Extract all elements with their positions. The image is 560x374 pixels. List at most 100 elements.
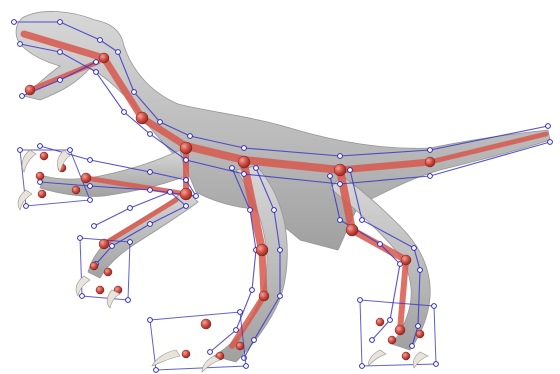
claw-hand-1 bbox=[22, 150, 36, 172]
cage-node bbox=[278, 248, 283, 253]
cage-node bbox=[548, 140, 553, 145]
joint-sphere bbox=[81, 173, 91, 183]
cage-node bbox=[38, 144, 43, 149]
cage-node bbox=[418, 268, 423, 273]
cage-node bbox=[338, 218, 343, 223]
joint-sphere bbox=[96, 286, 104, 294]
cage-node bbox=[116, 50, 121, 55]
joint-sphere bbox=[238, 156, 250, 168]
cage-node bbox=[252, 338, 257, 343]
cage-node bbox=[234, 328, 239, 333]
cage-node bbox=[128, 206, 133, 211]
cage-node bbox=[338, 154, 343, 159]
cage-node bbox=[98, 38, 103, 43]
cage-node bbox=[154, 368, 159, 373]
claw-foot-right-2 bbox=[413, 352, 428, 368]
joint-sphere bbox=[402, 352, 410, 360]
cage-node bbox=[370, 338, 375, 343]
cage-node bbox=[416, 324, 421, 329]
joint-sphere bbox=[99, 239, 109, 249]
joint-sphere bbox=[38, 190, 46, 198]
joint-sphere bbox=[346, 224, 358, 236]
joint-sphere bbox=[40, 152, 48, 160]
cage-node bbox=[18, 148, 23, 153]
cage-node bbox=[358, 298, 363, 303]
cage-node bbox=[58, 78, 63, 83]
cage-node bbox=[58, 20, 63, 25]
cage-node bbox=[378, 242, 383, 247]
body-silhouette bbox=[16, 11, 550, 250]
claw-hand-4 bbox=[76, 276, 90, 296]
joint-sphere bbox=[25, 85, 35, 95]
joint-sphere bbox=[259, 291, 269, 301]
joint-sphere bbox=[376, 318, 384, 326]
cage-node bbox=[148, 318, 153, 323]
cage-node bbox=[80, 294, 85, 299]
cage-node bbox=[432, 304, 437, 309]
cage-node bbox=[94, 70, 99, 75]
cage-node bbox=[24, 204, 29, 209]
cage-node bbox=[88, 184, 93, 189]
cage-node bbox=[434, 362, 439, 367]
joint-sphere bbox=[256, 244, 268, 256]
joint-sphere bbox=[425, 157, 435, 167]
cage-box bbox=[150, 312, 246, 370]
cage-node bbox=[248, 208, 253, 213]
cage-node bbox=[184, 178, 189, 183]
cage-node bbox=[88, 158, 93, 163]
cage-node bbox=[126, 298, 131, 303]
cage-node bbox=[328, 174, 333, 179]
cage-node bbox=[428, 148, 433, 153]
joint-sphere bbox=[395, 325, 405, 335]
cage-node bbox=[242, 172, 247, 177]
joint-sphere bbox=[90, 262, 98, 270]
joint-sphere bbox=[201, 319, 211, 329]
cage-node bbox=[184, 158, 189, 163]
cage-node bbox=[360, 364, 365, 369]
joint-sphere bbox=[236, 342, 244, 350]
cage-node bbox=[168, 190, 173, 195]
cage-node bbox=[338, 182, 343, 187]
cage-node bbox=[348, 168, 353, 173]
cage-node bbox=[208, 350, 213, 355]
joint-sphere bbox=[180, 142, 192, 154]
cage-node bbox=[388, 318, 393, 323]
joint-sphere bbox=[99, 53, 109, 63]
cage-node bbox=[148, 132, 153, 137]
cage-node bbox=[12, 20, 17, 25]
cage-node bbox=[238, 310, 243, 315]
joint-sphere bbox=[72, 186, 80, 194]
cage-node bbox=[244, 364, 249, 369]
cage-node bbox=[546, 124, 551, 129]
cage-node bbox=[88, 198, 93, 203]
joint-sphere bbox=[136, 112, 148, 124]
cage-node bbox=[148, 188, 153, 193]
joint-sphere bbox=[416, 330, 424, 338]
claw-foot-left-2 bbox=[202, 356, 220, 372]
cage-node bbox=[428, 174, 433, 179]
joint-sphere bbox=[180, 188, 192, 200]
joint-sphere bbox=[401, 255, 411, 265]
joint-sphere bbox=[104, 268, 112, 276]
cage-node bbox=[254, 166, 259, 171]
cage-node bbox=[94, 60, 99, 65]
bone-right-foot bbox=[400, 260, 406, 330]
cage-node bbox=[122, 110, 127, 115]
cage-node bbox=[272, 208, 277, 213]
cage-node bbox=[92, 224, 97, 229]
cage-node bbox=[242, 146, 247, 151]
joint-sphere bbox=[36, 172, 44, 180]
cage-node bbox=[58, 50, 63, 55]
cage-node bbox=[188, 134, 193, 139]
claw-foot-left bbox=[152, 350, 180, 366]
bone-left-tibia bbox=[262, 250, 264, 296]
cage-node bbox=[250, 288, 255, 293]
cage-node bbox=[278, 294, 283, 299]
claw-foot-right bbox=[368, 350, 386, 366]
cage-node bbox=[158, 120, 163, 125]
cage-node bbox=[18, 42, 23, 47]
cage-node bbox=[78, 236, 83, 241]
cage-node bbox=[132, 90, 137, 95]
